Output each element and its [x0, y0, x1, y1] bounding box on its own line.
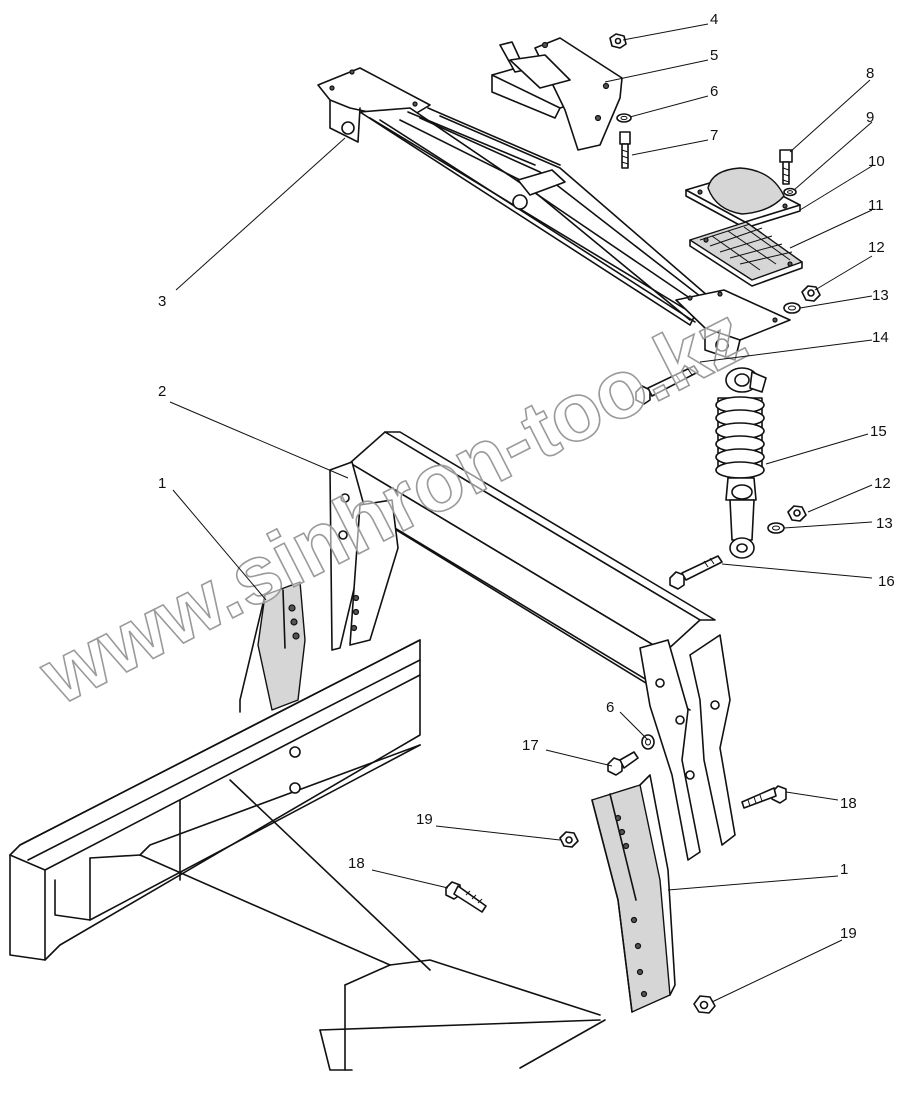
callout-17: 17	[522, 737, 539, 754]
bolt-8	[779, 149, 793, 185]
bracket-2-crossmember	[329, 431, 736, 861]
bolt-16	[669, 555, 723, 590]
bolt-14	[635, 365, 699, 405]
shock-absorber-15	[715, 367, 767, 559]
pad-plate-11	[689, 221, 803, 287]
rubber-bumper-10	[685, 167, 801, 229]
bracket-1-right	[591, 774, 676, 1013]
bolt-7	[619, 131, 631, 169]
nut-19-center	[559, 831, 579, 848]
callout-19-center: 19	[416, 811, 433, 828]
washer-6-bottom	[641, 734, 655, 750]
bolt-17	[607, 751, 639, 776]
callout-1-left: 1	[158, 475, 166, 492]
callout-12-bottom: 12	[874, 475, 891, 492]
spring-assembly-3	[317, 67, 791, 361]
nut-4	[609, 33, 627, 49]
frame-hole-2	[289, 782, 301, 794]
callout-2: 2	[158, 383, 166, 400]
callout-13-top: 13	[872, 287, 889, 304]
callout-13-bottom: 13	[876, 515, 893, 532]
latch-5	[491, 37, 623, 151]
callout-16: 16	[878, 573, 895, 590]
nut-19-right	[693, 995, 716, 1014]
bolt-18-right	[741, 785, 787, 809]
callout-7: 7	[710, 127, 718, 144]
vehicle-frame	[9, 639, 606, 1071]
washer-9	[783, 187, 797, 197]
callout-15: 15	[870, 423, 887, 440]
callout-6-top: 6	[710, 83, 718, 100]
callout-19-right: 19	[840, 925, 857, 942]
callout-12-top: 12	[868, 239, 885, 256]
callout-18-left: 18	[348, 855, 365, 872]
callout-11: 11	[868, 197, 884, 214]
callout-5: 5	[710, 47, 718, 64]
leader-lines	[169, 23, 873, 1003]
callout-10: 10	[868, 153, 885, 170]
callout-18-right: 18	[840, 795, 857, 812]
callout-8: 8	[866, 65, 874, 82]
nut-12-bottom	[787, 505, 807, 522]
washer-13-top	[783, 302, 801, 314]
callout-numbers: 4 5 6 7 8 9 10 11 12 13 14 3 2 15 1 12 1…	[158, 11, 895, 942]
callout-9: 9	[866, 109, 874, 126]
bolt-18-left	[445, 881, 487, 913]
callout-3: 3	[158, 293, 166, 310]
washer-6-top	[616, 113, 632, 123]
callout-4: 4	[710, 11, 718, 28]
callout-14: 14	[872, 329, 889, 346]
callout-6-bottom: 6	[606, 699, 614, 716]
frame-hole-1	[289, 746, 301, 758]
washer-13-bottom	[767, 522, 785, 534]
callout-1-right: 1	[840, 861, 848, 878]
bracket-1-left	[239, 581, 306, 713]
